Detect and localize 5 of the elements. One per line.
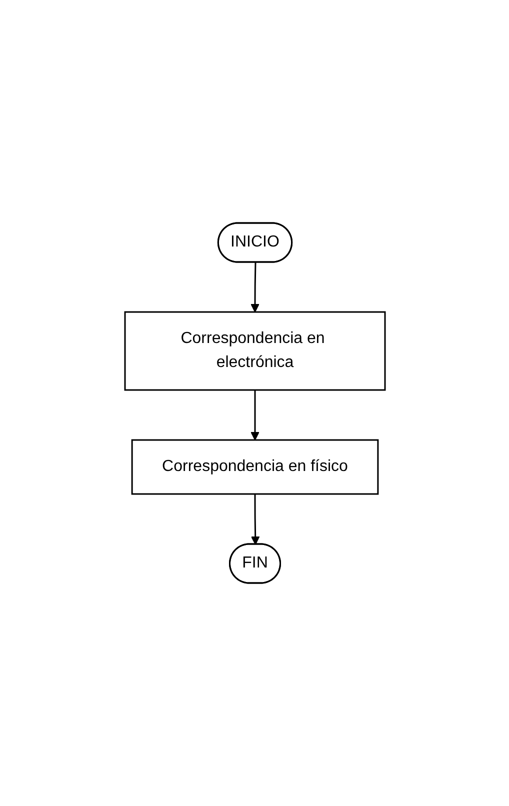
arrow — [250, 494, 260, 545]
arrow — [250, 390, 259, 440]
node-box: Correspondencia en electrónica — [124, 311, 386, 391]
node-box: Correspondencia en físico — [130, 439, 378, 495]
arrow — [250, 262, 259, 312]
